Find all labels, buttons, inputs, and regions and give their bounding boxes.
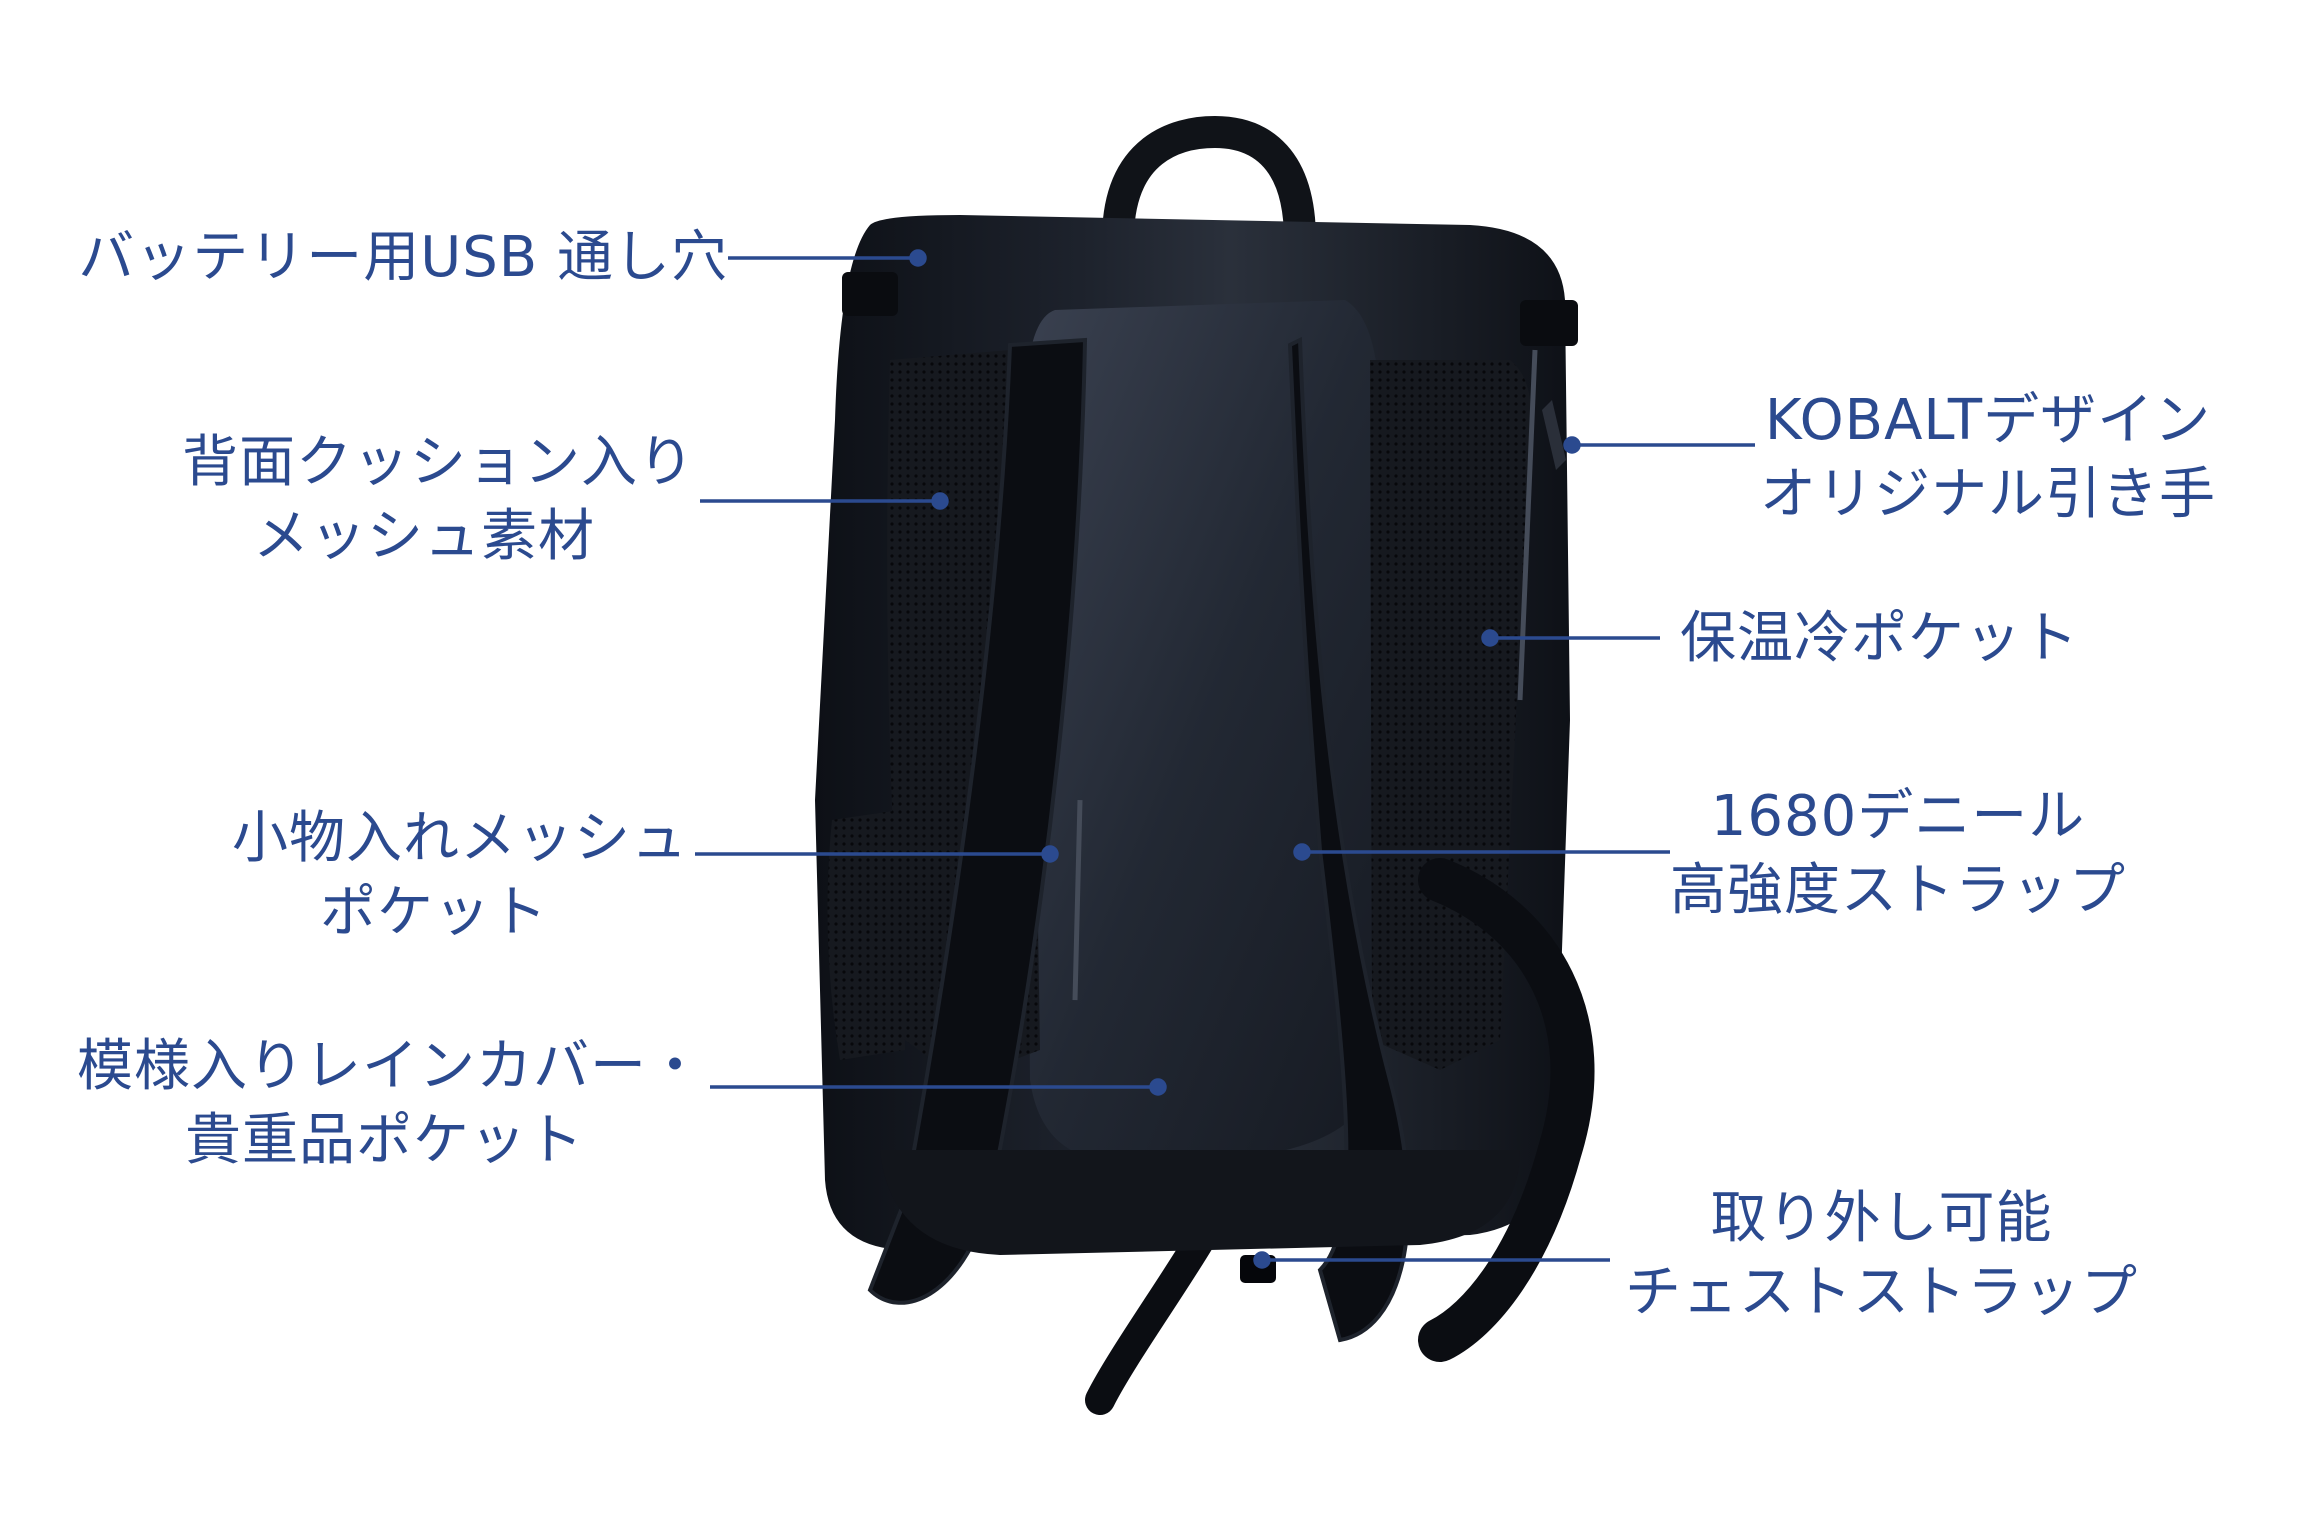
callout-line: 小物入れメッシュ <box>232 806 688 871</box>
chest-strap <box>1085 1225 1215 1415</box>
callout-line: メッシュ素材 <box>253 504 595 569</box>
shoulder-strap-left <box>867 337 1088 1305</box>
shoulder-strap-right <box>1287 336 1411 1343</box>
side-buckle-right <box>1520 300 1578 346</box>
callout-insulated-pocket: 保温冷ポケット <box>1680 602 2079 676</box>
callout-mesh-pocket: 小物入れメッシュ ポケット <box>232 802 688 950</box>
callout-line: 1680デニール <box>1710 784 2086 849</box>
zipper-pull-tab <box>1542 400 1566 470</box>
callout-back-cushion: 背面クッション入り メッシュ素材 <box>182 426 695 574</box>
callout-zipper-pull: KOBALTデザイン オリジナル引き手 <box>1760 384 2216 532</box>
side-mesh-pocket <box>827 810 905 1060</box>
zipper-right <box>1517 349 1538 701</box>
callout-chest-strap: 取り外し可能 チェストストラップ <box>1625 1182 2138 1330</box>
callout-line: 高強度ストラップ <box>1670 858 2126 923</box>
bag-base <box>880 1150 1520 1255</box>
side-buckle-left <box>842 272 898 316</box>
callout-line: KOBALTデザイン <box>1764 388 2212 453</box>
callout-line: ポケット <box>320 880 548 945</box>
callout-usb-port: バッテリー用USB 通し穴 <box>78 221 728 295</box>
strap-loop-right <box>1418 858 1595 1362</box>
top-handle <box>1102 115 1316 256</box>
callout-line: オリジナル引き手 <box>1760 462 2216 527</box>
callout-line: バッテリー用USB 通し穴 <box>78 225 728 290</box>
zipper-left <box>1072 799 1083 1001</box>
callout-line: 模様入りレインカバー・ <box>77 1034 704 1099</box>
callout-lines <box>695 249 1755 1269</box>
callout-line: 保温冷ポケット <box>1680 606 2079 671</box>
callout-line: チェストストラップ <box>1625 1260 2138 1325</box>
callout-rain-cover: 模様入りレインカバー・ 貴重品ポケット <box>77 1030 704 1178</box>
back-panel <box>1025 300 1380 1160</box>
callout-line: 取り外し可能 <box>1710 1186 2053 1251</box>
callout-strap: 1680デニール 高強度ストラップ <box>1670 780 2126 928</box>
callout-line: 貴重品ポケット <box>185 1108 584 1173</box>
callout-line: 背面クッション入り <box>182 430 695 495</box>
